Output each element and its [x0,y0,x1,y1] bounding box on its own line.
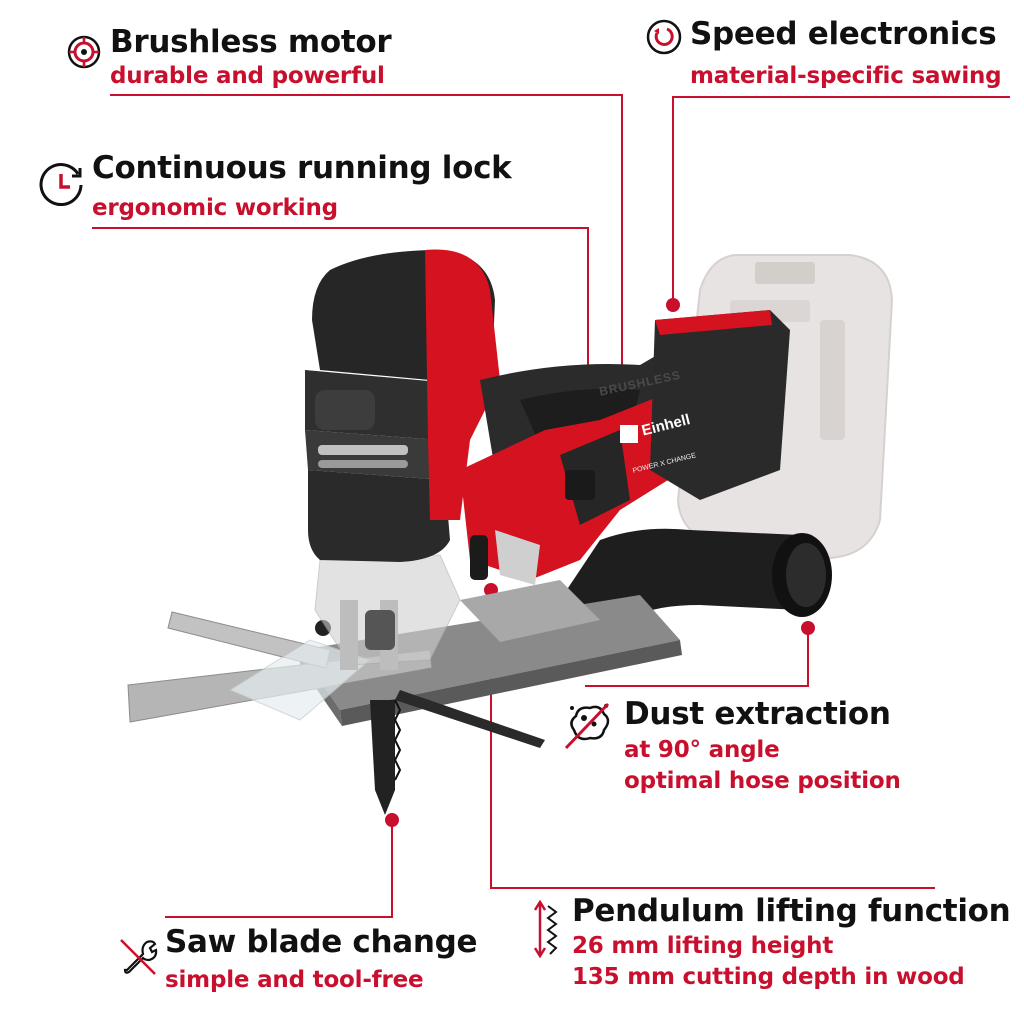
dust-extraction-line1: at 90° angle [624,737,780,763]
callout-line-speed-electronics [672,96,1010,305]
motor-icon [66,34,102,70]
callout-line-dust-extraction [585,628,809,687]
dust-extraction-line2: optimal hose position [624,768,901,794]
blade-change-title: Saw blade change [165,924,478,960]
brand-badge [620,425,638,443]
tool-body [305,249,790,585]
running-lock-title: Continuous running lock [92,150,512,186]
clock-icon [36,160,86,210]
blade-change-subtitle: simple and tool-free [165,967,424,993]
wrench-icon [117,936,159,978]
speed-electronics-title: Speed electronics [690,16,997,52]
pendulum-title: Pendulum lifting function [572,893,1011,929]
callout-dot-speed-electronics [666,298,680,312]
speed-electronics-subtitle: material-specific sawing [690,63,1002,89]
running-lock-subtitle: ergonomic working [92,195,338,221]
plunger-housing [314,554,461,670]
dust-port [560,528,832,620]
pendulum-line2: 135 mm cutting depth in wood [572,964,965,990]
dust-extraction-title: Dust extraction [624,696,891,732]
callout-dot-dust-extraction [801,621,815,635]
brushless-motor-subtitle: durable and powerful [110,63,385,89]
speed-dial-icon [645,18,683,56]
callout-line-blade-change [165,820,393,918]
pendulum-line1: 26 mm lifting height [572,933,834,959]
pendulum-icon [533,899,558,959]
dust-icon [562,700,612,752]
brushless-motor-title: Brushless motor [110,24,392,60]
callout-line-brushless-motor [110,94,623,378]
saw-blade [370,699,402,815]
callout-dot-blade-change [385,813,399,827]
